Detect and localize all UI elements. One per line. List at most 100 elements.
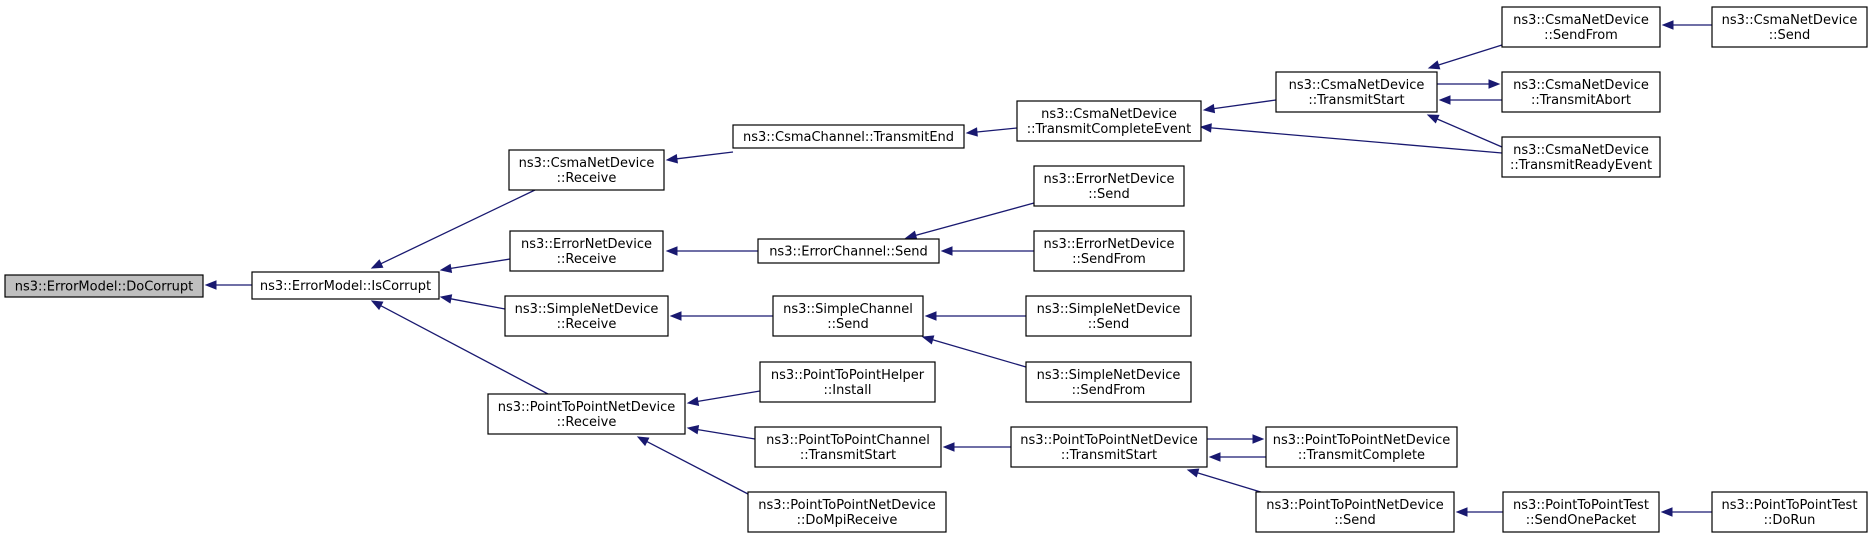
edge-errRecv-to-isCorrupt bbox=[439, 258, 511, 274]
node-label-line: ::Send bbox=[827, 317, 869, 332]
edge-p2pTestRun-to-p2pTestSOP bbox=[1660, 507, 1712, 517]
arrow-head-icon bbox=[370, 300, 384, 311]
node-label-line: ::Install bbox=[824, 383, 872, 398]
node-p2pRecv[interactable]: ns3::PointToPointNetDevice::Receive bbox=[487, 393, 686, 435]
node-label-line: ::DoRun bbox=[1764, 513, 1816, 528]
node-label-line: ns3::CsmaNetDevice bbox=[1041, 107, 1177, 122]
edge-csmaTS-to-csmaTA bbox=[1437, 79, 1501, 89]
node-label-line: ns3::PointToPointNetDevice bbox=[498, 400, 676, 415]
node-label-line: ::Send bbox=[1334, 513, 1376, 528]
node-label-line: ns3::CsmaNetDevice bbox=[519, 156, 655, 171]
edge-simpleDevSendFrom-to-simpleChSend bbox=[921, 335, 1027, 368]
node-box bbox=[1501, 71, 1661, 113]
edge-errDevSend-to-errChSend bbox=[904, 202, 1035, 240]
node-p2pChTS[interactable]: ns3::PointToPointChannel::TransmitStart bbox=[754, 426, 942, 468]
node-label-line: ns3::SimpleNetDevice bbox=[1037, 368, 1181, 383]
edge-line bbox=[1210, 127, 1503, 154]
arrow-head-icon bbox=[1426, 114, 1440, 124]
node-p2pHelperInstall[interactable]: ns3::PointToPointHelper::Install bbox=[759, 361, 936, 403]
arrow-head-icon bbox=[439, 294, 453, 304]
edge-p2pTC-to-p2pDevTS bbox=[1208, 452, 1266, 462]
node-label-line: ::SendFrom bbox=[1544, 28, 1618, 43]
node-errDevSend[interactable]: ns3::ErrorNetDevice::Send bbox=[1033, 165, 1185, 207]
node-label-line: ns3::CsmaNetDevice bbox=[1289, 78, 1425, 93]
node-box bbox=[1016, 100, 1202, 142]
arrow-head-icon bbox=[1252, 434, 1265, 444]
arrow-head-icon bbox=[1488, 79, 1501, 89]
edge-line bbox=[1213, 99, 1277, 110]
node-label-line: ::Send bbox=[1088, 187, 1130, 202]
arrow-head-icon bbox=[665, 246, 678, 256]
edge-p2pDevTS-to-p2pTC bbox=[1207, 434, 1265, 444]
edge-line bbox=[976, 127, 1018, 133]
edge-line bbox=[450, 258, 511, 270]
node-errDevSendFrom[interactable]: ns3::ErrorNetDevice::SendFrom bbox=[1033, 230, 1185, 272]
node-simpleRecv[interactable]: ns3::SimpleNetDevice::Receive bbox=[504, 295, 669, 337]
node-box bbox=[1025, 295, 1192, 337]
node-csmaTCE[interactable]: ns3::CsmaNetDevice::TransmitCompleteEven… bbox=[1016, 100, 1202, 142]
node-csmaRecv[interactable]: ns3::CsmaNetDevice::Receive bbox=[508, 149, 665, 191]
node-simpleDevSend[interactable]: ns3::SimpleNetDevice::Send bbox=[1025, 295, 1192, 337]
edge-line bbox=[380, 305, 549, 395]
node-label-line: ::Receive bbox=[557, 171, 617, 186]
node-errRecv[interactable]: ns3::ErrorNetDevice::Receive bbox=[509, 230, 664, 272]
arrow-head-icon bbox=[1186, 468, 1200, 478]
node-label-line: ::SendFrom bbox=[1072, 383, 1146, 398]
node-box bbox=[1010, 426, 1208, 468]
edge-p2pHelperInstall-to-p2pRecv bbox=[686, 390, 761, 406]
edge-csmaSendFrom-to-csmaTS bbox=[1427, 44, 1503, 70]
node-box bbox=[504, 295, 669, 337]
arrow-head-icon bbox=[1427, 60, 1441, 70]
arrow-head-icon bbox=[1199, 123, 1212, 133]
edge-isCorrupt-to-doCorrupt bbox=[204, 280, 252, 290]
node-box bbox=[1711, 491, 1868, 533]
node-csmaTRE[interactable]: ns3::CsmaNetDevice::TransmitReadyEvent bbox=[1501, 136, 1661, 178]
node-p2pDoMpi[interactable]: ns3::PointToPointNetDevice::DoMpiReceive bbox=[747, 491, 947, 533]
edge-csmaTCE-to-csmaChTE bbox=[965, 127, 1018, 137]
edge-line bbox=[697, 428, 756, 440]
node-label-line: ::Send bbox=[1769, 28, 1811, 43]
edge-simpleRecv-to-isCorrupt bbox=[439, 294, 506, 310]
node-errChSend[interactable]: ns3::ErrorChannel::Send bbox=[757, 238, 940, 264]
arrow-head-icon bbox=[1438, 95, 1451, 105]
node-label-line: ::TransmitStart bbox=[1308, 93, 1404, 108]
node-label-line: ns3::PointToPointTest bbox=[1722, 498, 1858, 513]
node-box bbox=[1501, 6, 1661, 48]
node-csmaTA[interactable]: ns3::CsmaNetDevice::TransmitAbort bbox=[1501, 71, 1661, 113]
arrow-head-icon bbox=[439, 263, 453, 274]
node-p2pTestSOP[interactable]: ns3::PointToPointTest::SendOnePacket bbox=[1502, 491, 1660, 533]
node-box bbox=[251, 271, 440, 300]
arrow-head-icon bbox=[1202, 103, 1216, 114]
node-label-line: ns3::ErrorNetDevice bbox=[1043, 172, 1174, 187]
edge-csmaRecv-to-isCorrupt bbox=[370, 189, 536, 269]
arrow-head-icon bbox=[1208, 452, 1221, 462]
node-csmaSendFrom[interactable]: ns3::CsmaNetDevice::SendFrom bbox=[1501, 6, 1661, 48]
arrow-head-icon bbox=[686, 396, 700, 406]
edges-layer bbox=[204, 20, 1712, 517]
arrow-head-icon bbox=[1455, 507, 1468, 517]
edge-line bbox=[380, 189, 536, 265]
edge-line bbox=[697, 390, 761, 403]
node-label-line: ::DoMpiReceive bbox=[797, 513, 898, 528]
node-label-line: ns3::CsmaNetDevice bbox=[1513, 143, 1649, 158]
node-csmaSend[interactable]: ns3::CsmaNetDevice::Send bbox=[1711, 6, 1868, 48]
node-label-line: ::Send bbox=[1088, 317, 1130, 332]
node-p2pTC[interactable]: ns3::PointToPointNetDevice::TransmitComp… bbox=[1265, 426, 1458, 468]
edge-csmaTRE-to-csmaTS bbox=[1426, 114, 1503, 148]
node-label-line: ns3::SimpleNetDevice bbox=[1037, 302, 1181, 317]
node-p2pDevTS[interactable]: ns3::PointToPointNetDevice::TransmitStar… bbox=[1010, 426, 1208, 468]
node-p2pDevSend[interactable]: ns3::PointToPointNetDevice::Send bbox=[1255, 491, 1455, 533]
node-box bbox=[759, 361, 936, 403]
node-csmaTS[interactable]: ns3::CsmaNetDevice::TransmitStart bbox=[1275, 71, 1438, 113]
edge-line bbox=[932, 339, 1027, 368]
edge-line bbox=[1438, 44, 1503, 66]
node-p2pTestRun[interactable]: ns3::PointToPointTest::DoRun bbox=[1711, 491, 1868, 533]
node-box bbox=[772, 295, 924, 337]
node-isCorrupt[interactable]: ns3::ErrorModel::IsCorrupt bbox=[251, 271, 440, 300]
node-box bbox=[1025, 361, 1192, 403]
node-simpleDevSendFrom[interactable]: ns3::SimpleNetDevice::SendFrom bbox=[1025, 361, 1192, 403]
node-box bbox=[1265, 426, 1458, 468]
node-csmaChTE[interactable]: ns3::CsmaChannel::TransmitEnd bbox=[732, 124, 965, 149]
node-simpleChSend[interactable]: ns3::SimpleChannel::Send bbox=[772, 295, 924, 337]
